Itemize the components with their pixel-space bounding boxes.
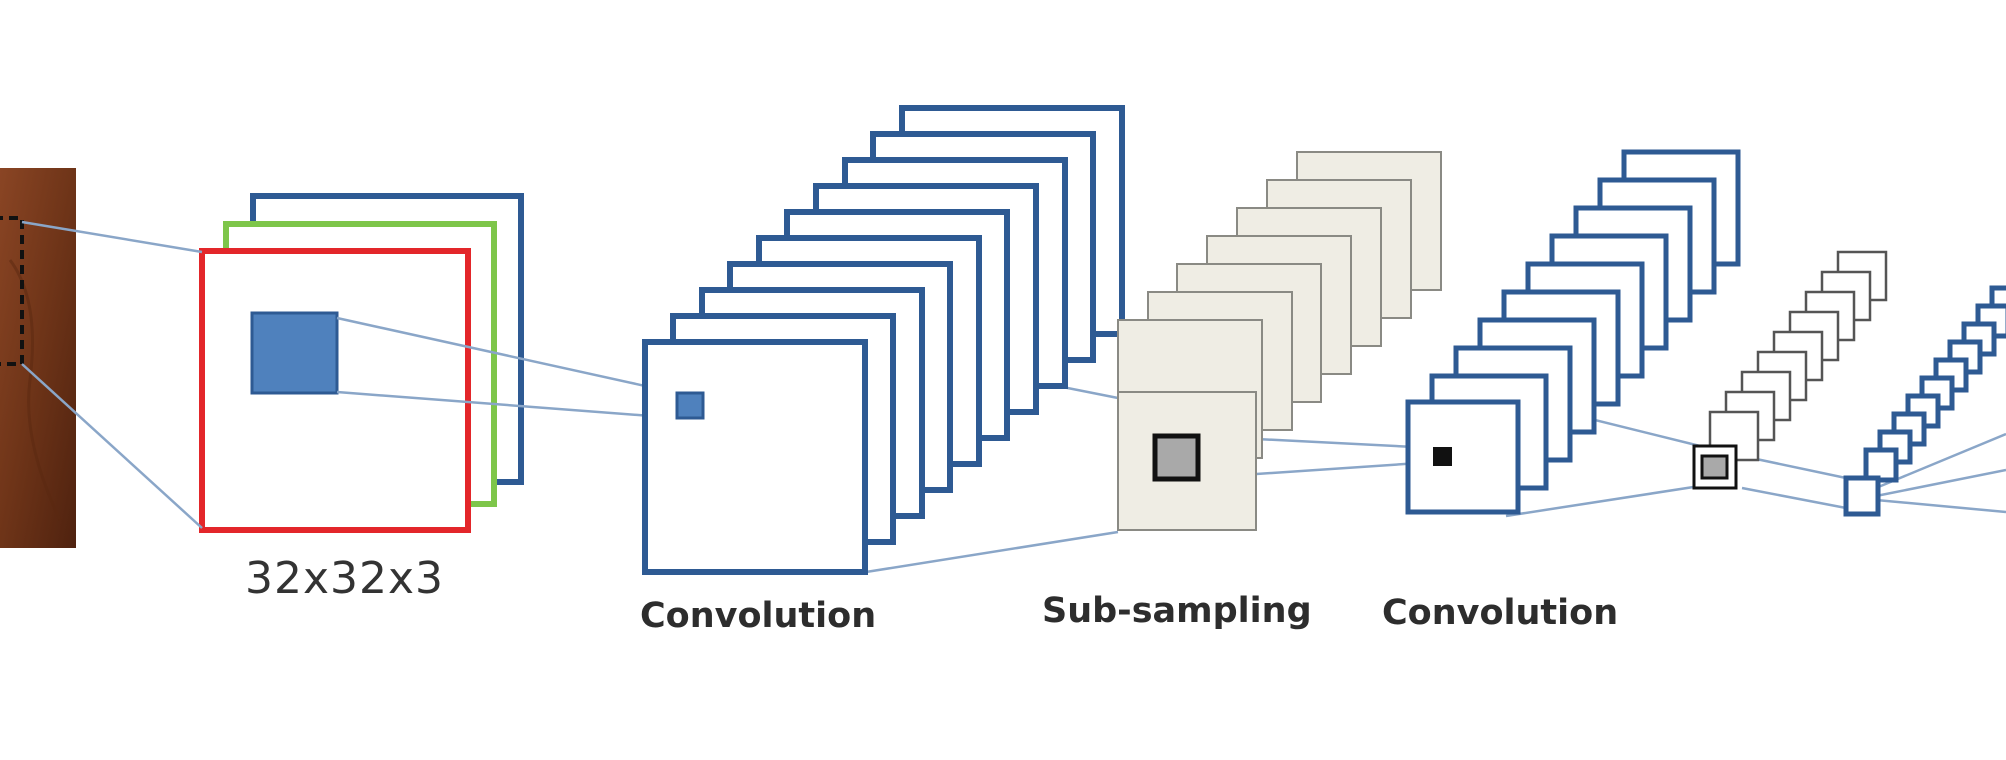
convolution-1-label: Convolution [640,596,877,636]
input-image [0,168,76,548]
convolution-kernel [250,311,339,395]
input-volume [199,193,524,533]
pooling-window [1152,433,1201,482]
fully-connected-layer [1843,285,2006,517]
subsampling2-feature-maps [1692,250,1888,490]
input-volume-label: 32x32x3 [245,553,445,604]
subsampling-feature-maps [1117,151,1442,531]
convolution-2-label: Convolution [1382,593,1619,633]
conv1-feature-maps [642,105,1125,575]
receptive-field-box [0,216,24,366]
sub-sampling-label: Sub-sampling [1042,591,1312,631]
conv2-feature-maps [1405,149,1741,515]
pooling2-window [1700,454,1729,480]
conv2-output-unit [1433,447,1452,466]
conv1-output-unit [675,391,705,420]
